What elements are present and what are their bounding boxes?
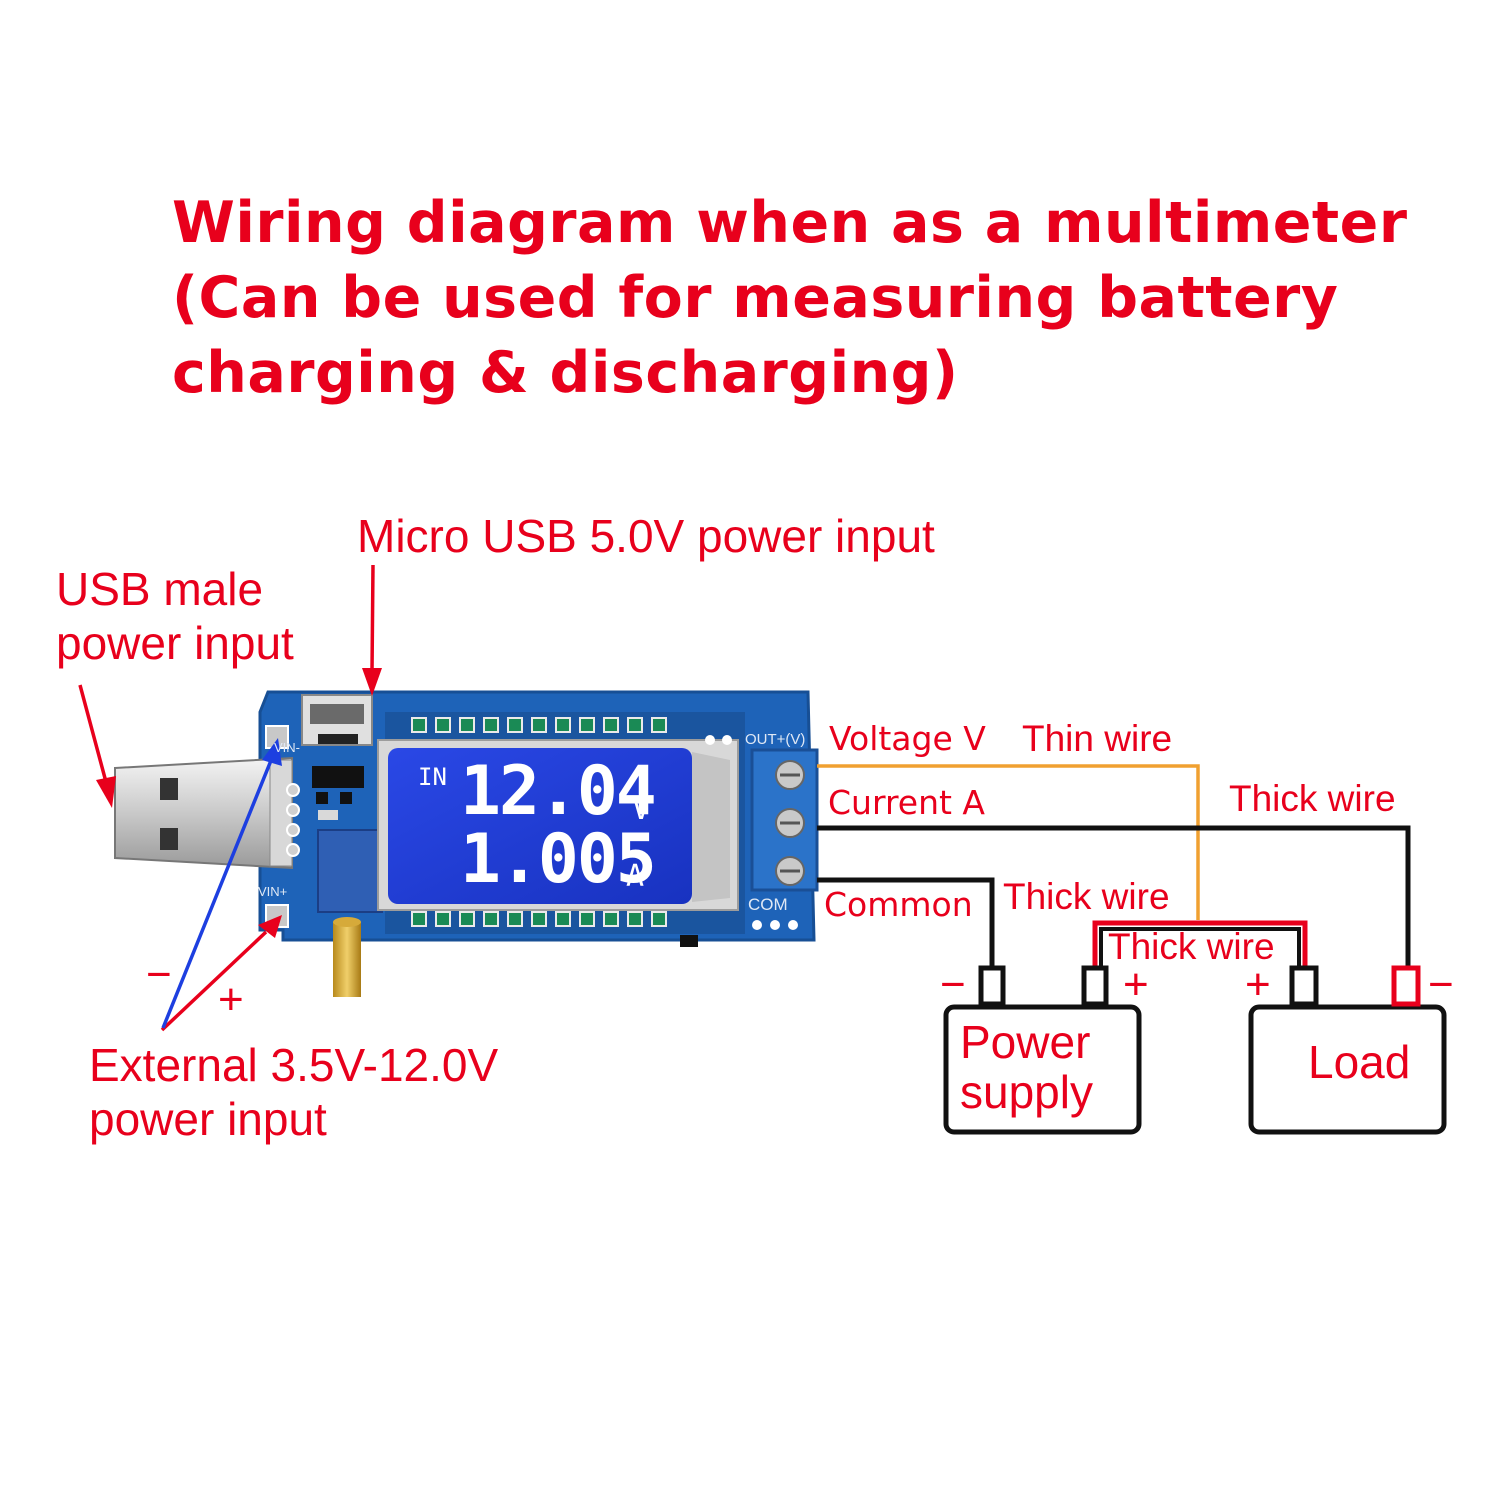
lcd-bottom-pins xyxy=(411,911,667,927)
lcd-top-pins xyxy=(411,717,667,733)
lcd-screen xyxy=(388,748,692,904)
power-supply-label-line2: supply xyxy=(960,1066,1093,1118)
power-supply-label-line1: Power xyxy=(960,1016,1091,1068)
external-plus-sign: + xyxy=(218,975,244,1024)
callout-external-line2: power input xyxy=(89,1093,327,1145)
thick-wire-positive xyxy=(1092,920,1308,968)
callout-usb-male-line2: power input xyxy=(56,617,294,669)
wire-label-thick-top: Thick wire xyxy=(1229,778,1396,819)
thin-wire xyxy=(817,764,1200,920)
load-plus-sign: + xyxy=(1245,960,1271,1009)
power-supply-box xyxy=(943,1004,1142,1135)
ps-minus-sign: − xyxy=(940,960,966,1009)
load-plus-terminal xyxy=(1289,965,1319,1007)
lcd-voltage-unit: V xyxy=(632,792,651,827)
potentiometer xyxy=(317,829,383,997)
terminal-block xyxy=(750,748,819,892)
callout-usb-male-line1: USB male xyxy=(56,563,264,615)
blue-arrow xyxy=(161,738,282,1029)
callout-external-line1: External 3.5V-12.0V xyxy=(89,1039,499,1091)
ps-plus-sign: + xyxy=(1123,960,1149,1009)
lcd-current-unit: A xyxy=(626,859,645,894)
board-label-vin-plus: VIN+ xyxy=(258,884,288,899)
title-line-1: Wiring diagram when as a multimeter xyxy=(172,190,1408,256)
board-label-vin-minus: VIN- xyxy=(274,740,300,755)
load-minus-sign: − xyxy=(1428,960,1454,1009)
title-line-2: (Can be used for measuring battery xyxy=(172,265,1339,331)
lcd-in-label: IN xyxy=(418,763,447,791)
wire-label-thick-bottom: Thick wire xyxy=(1108,926,1275,967)
load-box xyxy=(1248,1004,1447,1135)
board-label-com: COM xyxy=(748,895,788,914)
wire-label-thin: Thin wire xyxy=(1022,718,1173,759)
terminal-label-current: Current A xyxy=(828,783,986,822)
terminal-label-voltage: Voltage V xyxy=(829,719,986,758)
external-minus-sign: − xyxy=(146,950,172,999)
lcd-voltage-value: 12.04 xyxy=(460,752,657,831)
wire-label-thick-mid: Thick wire xyxy=(1003,876,1170,917)
lcd-current-value: 1.005 xyxy=(460,820,657,899)
callout-arrows xyxy=(78,564,382,1032)
terminal-label-common: Common xyxy=(824,885,973,924)
thick-wire-current xyxy=(817,825,1411,968)
load-label: Load xyxy=(1308,1036,1411,1088)
ps-minus-terminal xyxy=(978,965,1006,1007)
thick-wire-common xyxy=(817,877,995,968)
callout-micro-usb: Micro USB 5.0V power input xyxy=(357,510,935,562)
micro-usb-connector xyxy=(301,694,373,746)
ps-plus-terminal xyxy=(1081,965,1109,1007)
title-line-3: charging & discharging) xyxy=(172,340,959,406)
load-minus-terminal xyxy=(1391,965,1421,1007)
board-label-out-plus: OUT+(V) xyxy=(745,731,806,748)
